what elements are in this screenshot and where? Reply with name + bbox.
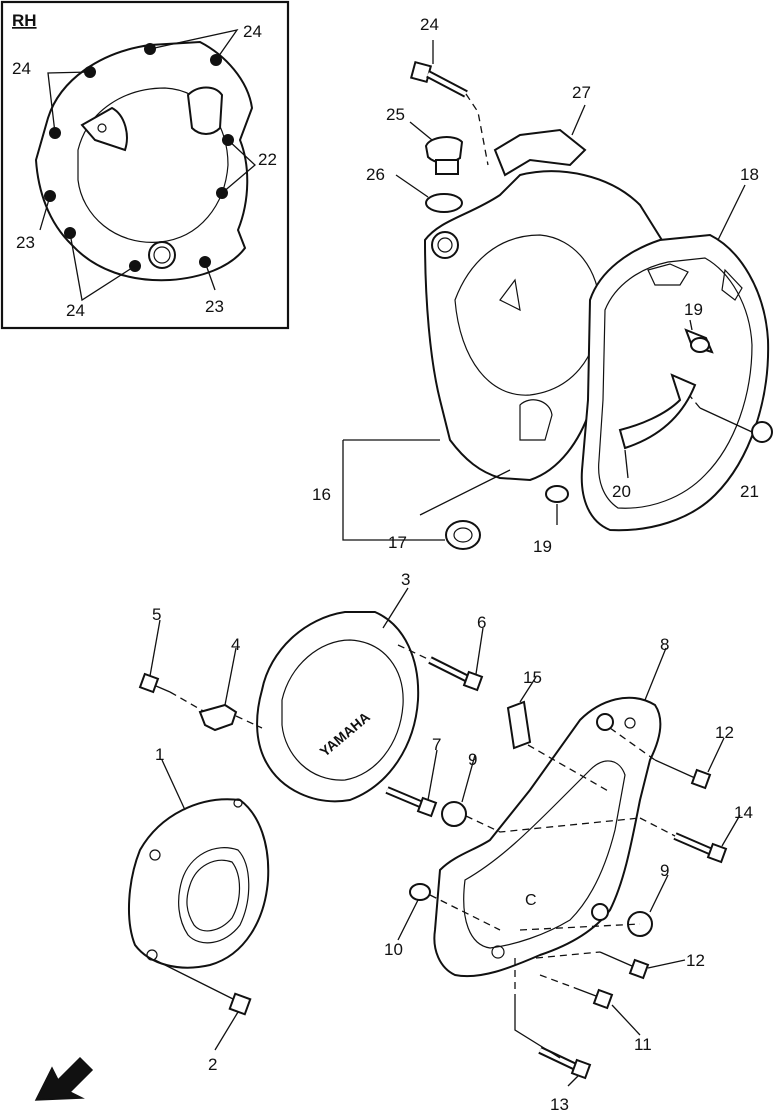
- label-13: 13: [550, 1095, 569, 1114]
- label-3: 3: [401, 570, 410, 589]
- label-9-lower: 9: [660, 861, 669, 880]
- label-18: 18: [740, 165, 759, 184]
- label-8: 8: [660, 635, 669, 654]
- label-19-upper: 19: [684, 300, 703, 319]
- label-10: 10: [384, 940, 403, 959]
- label-1: 1: [155, 745, 164, 764]
- bolt-12-lower: [599, 951, 650, 980]
- label-16: 16: [312, 485, 331, 504]
- dowel-pin-19-lower: [545, 485, 569, 503]
- bolt-7: [385, 786, 438, 818]
- label-inset-23-left: 23: [16, 233, 35, 252]
- washer-9-upper: [441, 801, 467, 827]
- label-9-upper: 9: [468, 750, 477, 769]
- label-24: 24: [420, 15, 439, 34]
- arrow-down-left-icon: [34, 1056, 94, 1101]
- svg-text:C: C: [525, 892, 537, 909]
- label-20: 20: [612, 482, 631, 501]
- generator-cover-assembly: YAMAHA: [127, 570, 753, 1114]
- clamp-4: [198, 703, 238, 732]
- bolt-6: [428, 656, 484, 692]
- crankcase-cover-assembly: 24 27 25 26 18 19 16 17 19 20 21: [312, 15, 773, 556]
- label-4: 4: [231, 635, 240, 654]
- o-ring-26: [425, 193, 463, 213]
- label-15: 15: [523, 668, 542, 687]
- label-17: 17: [388, 533, 407, 552]
- label-inset-24-top: 24: [243, 22, 262, 41]
- bolt-13: [538, 1046, 592, 1080]
- label-12-lower: 12: [686, 951, 705, 970]
- dowel-pin-19-upper: [684, 328, 714, 354]
- label-27: 27: [572, 83, 591, 102]
- label-21: 21: [740, 482, 759, 501]
- label-inset-24-bottom: 24: [66, 301, 85, 320]
- inset-title: RH: [12, 11, 37, 30]
- label-12-upper: 12: [715, 723, 734, 742]
- bolt-14: [673, 832, 728, 864]
- bolt-5: [138, 672, 171, 694]
- label-inset-24-left: 24: [12, 59, 31, 78]
- label-2: 2: [208, 1055, 217, 1074]
- generator-cover-3: YAMAHA: [256, 611, 420, 803]
- label-14: 14: [734, 803, 753, 822]
- bolt-11: [574, 987, 614, 1010]
- dowel-pin-15: [506, 700, 532, 750]
- label-5: 5: [152, 605, 161, 624]
- label-26: 26: [366, 165, 385, 184]
- label-25: 25: [386, 105, 405, 124]
- bolt-24: [409, 60, 468, 98]
- bracket-27: [493, 128, 587, 177]
- label-inset-23-bottom: 23: [205, 297, 224, 316]
- inset-rh-panel: RH 24 24 22 23 24 23: [0, 0, 290, 330]
- bolt-2: [154, 959, 252, 1016]
- label-11: 11: [634, 1035, 652, 1054]
- filler-cap-25: [424, 136, 464, 175]
- crankcase-cover-8: [433, 696, 662, 978]
- label-inset-22: 22: [258, 150, 277, 169]
- bolt-21: [699, 407, 773, 443]
- plug-17: [445, 520, 481, 550]
- label-7: 7: [432, 735, 441, 754]
- dowel-pin-10: [409, 883, 431, 901]
- bolt-12-upper: [654, 759, 712, 790]
- label-19-lower: 19: [533, 537, 552, 556]
- strainer-20: [618, 373, 697, 450]
- label-6: 6: [477, 613, 486, 632]
- outer-cover-1: [127, 798, 270, 969]
